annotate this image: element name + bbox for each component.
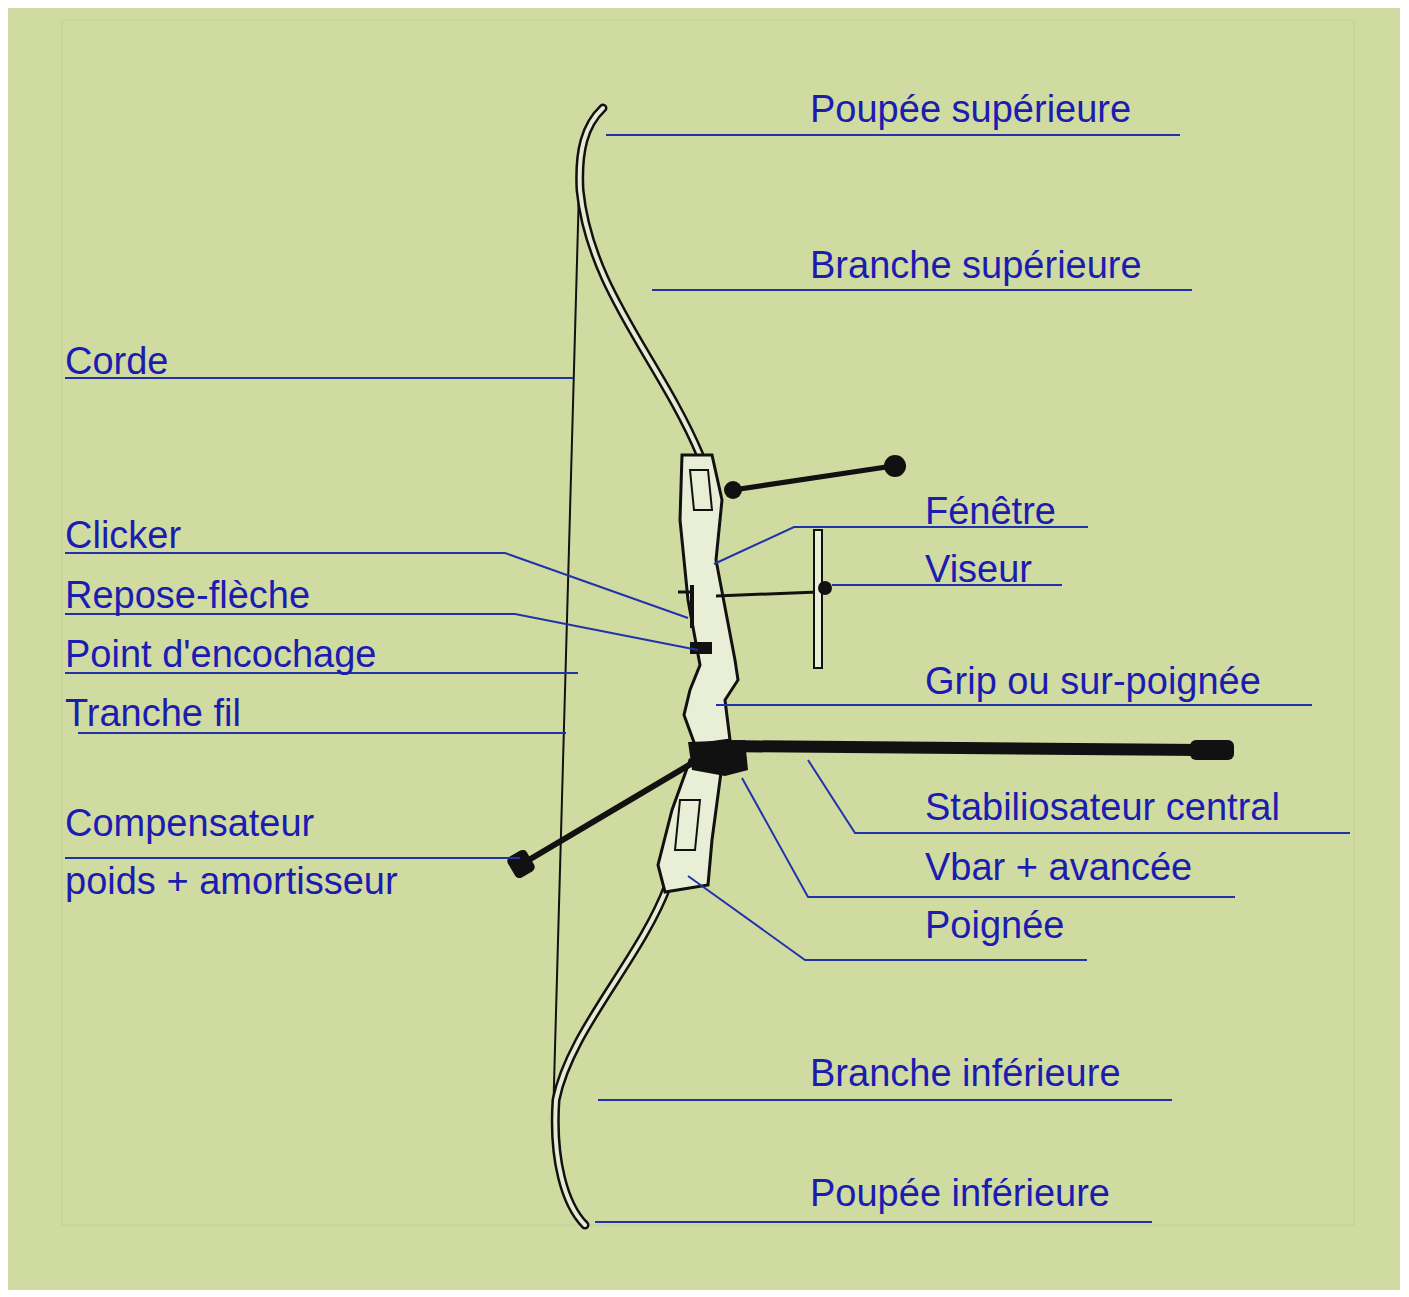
compensator-weight [505,848,536,880]
upper-limb [580,108,700,455]
upper-rod-weight [884,455,906,477]
part-label: Poignée [925,896,1064,954]
inner-frame [62,20,1354,1225]
part-label: Viseur [925,540,1032,598]
part-label: Compensateur poids + amortisseur [65,794,407,910]
part-label: Stabiliosateur central [925,778,1280,836]
part-label: Tranche fil [65,684,241,742]
part-label: Vbar + avancée [925,838,1192,896]
lower-riser-cutout [675,800,700,850]
leader-line [65,857,520,859]
leader-line [652,289,1192,291]
leader-line [716,704,1312,706]
part-label: Fénêtre [925,482,1056,540]
riser-window [690,470,712,510]
compensator-rod [522,755,706,864]
part-label: Clicker [65,506,181,564]
central-stabilizer [718,746,1200,750]
riser [680,455,738,745]
part-label: Branche supérieure [810,236,1142,294]
lower-limb-inner [555,885,668,1225]
leader-line [595,1221,1152,1223]
part-label: Corde [65,332,169,390]
upper-rod-mount [724,481,742,499]
upper-rod [733,466,893,490]
upper-limb-inner [580,108,700,455]
sight-pin [818,581,832,595]
part-label: Poupée inférieure [810,1164,1110,1222]
clicker-arm [678,591,692,594]
bow-string [553,190,579,1120]
leader-line [598,1099,1172,1101]
lower-limb [555,885,668,1225]
part-label: Grip ou sur-poignée [925,652,1261,710]
part-label: Poupée supérieure [810,80,1131,138]
part-label: Repose-flèche [65,566,310,624]
part-label: Point d'encochage [65,625,377,683]
sight-plate [814,530,822,668]
leader-line [606,134,1180,136]
stabilizer-weight [1190,740,1234,760]
part-label: Branche inférieure [810,1044,1121,1102]
sight-bar [716,592,818,596]
leader-line [688,876,1087,960]
leader-lines [65,135,1350,1222]
arrow-rest [690,642,712,654]
